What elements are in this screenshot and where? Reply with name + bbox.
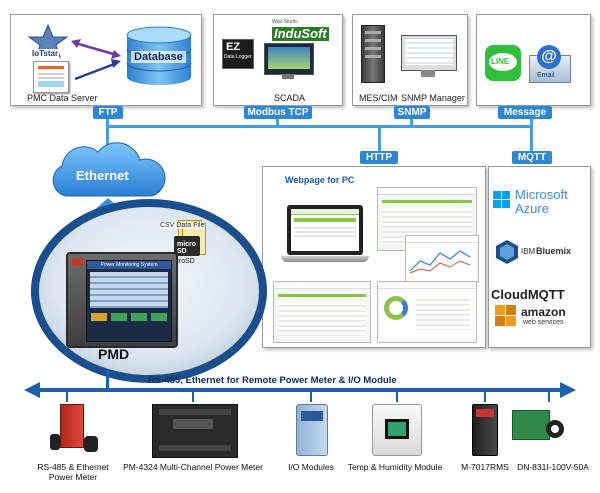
io-module-device xyxy=(296,404,328,456)
indusoft-logo: Web Studio InduSoft xyxy=(272,19,338,41)
windows-icon xyxy=(493,191,511,209)
server-rack-icon xyxy=(361,25,385,83)
pmc-data-server-box: IoTstar Database PMC Data Server xyxy=(10,14,202,106)
snmp-tag: SNMP xyxy=(394,106,430,119)
mes-cim-caption: MES/CIM xyxy=(359,93,398,103)
amazon-label: amazon xyxy=(521,305,566,319)
webpage-title: Webpage for PC xyxy=(285,175,355,185)
device-drop-1 xyxy=(66,392,68,402)
scada-monitor-icon xyxy=(264,43,314,79)
snmp-manager-caption: SNMP Manager xyxy=(401,93,465,103)
csv-data-file-label: CSV Data File xyxy=(160,222,205,229)
pmd-screen-title: Power Monitoring System xyxy=(87,261,171,269)
microsd-label: MicroSD xyxy=(168,258,195,265)
database-icon: Database xyxy=(123,25,195,87)
device-label-3: I/O Modules xyxy=(288,462,334,472)
m7017rms-device xyxy=(472,404,498,456)
pm4324-device xyxy=(152,404,238,458)
mqtt-brokers-box: Microsoft Azure IBM Bluemix CloudMQTT am… xyxy=(488,166,591,348)
scada-box: Web Studio InduSoft EZ Data Logger SCADA xyxy=(213,14,343,106)
pmd-screen: Power Monitoring System xyxy=(86,260,172,342)
indusoft-brand: InduSoft xyxy=(272,26,329,41)
web-screenshot-4 xyxy=(377,281,477,343)
ez-text: EZ xyxy=(226,41,241,53)
mqtt-tag: MQTT xyxy=(512,151,552,164)
ibm-hex-icon xyxy=(496,240,518,264)
device-label-1a: RS-485 & Ethernet xyxy=(37,462,109,472)
line-app-icon: LINE xyxy=(485,45,521,81)
webpage-box: Webpage for PC xyxy=(262,166,486,348)
message-tag: Message xyxy=(498,106,552,119)
device-drop-3 xyxy=(310,392,312,402)
device-label-2: PM-4324 Multi-Channel Power Meter xyxy=(123,462,263,472)
pmd-to-bus-line xyxy=(106,370,109,388)
temp-humidity-device xyxy=(372,404,422,456)
web-screenshot-2 xyxy=(405,235,479,283)
device-drop-5 xyxy=(484,392,486,402)
scada-caption: SCADA xyxy=(274,93,306,103)
mes-snmp-box: MES/CIM SNMP Manager xyxy=(352,14,468,106)
http-tag: HTTP xyxy=(360,151,398,164)
laptop-icon xyxy=(281,205,369,271)
rs485-power-meter-device xyxy=(50,404,104,456)
snmp-monitor-icon xyxy=(401,35,457,79)
top-horizontal-line xyxy=(108,125,533,128)
iotstar-logo: IoTstar xyxy=(25,23,71,59)
pmc-data-server-caption: PMC Data Server xyxy=(27,93,98,103)
ethernet-label: Ethernet xyxy=(76,168,129,183)
azure-label: Azure xyxy=(515,201,549,216)
http-drop-line xyxy=(378,125,381,155)
bluemix-label: Bluemix xyxy=(536,246,572,256)
ez-data-logger-logo: EZ Data Logger xyxy=(222,39,254,69)
ftp-tag: FTP xyxy=(93,106,123,119)
device-label-6: DN-831I-100V-50A xyxy=(517,462,589,472)
cloud-riser-line xyxy=(106,125,109,155)
device-drop-4 xyxy=(396,392,398,402)
message-box: LINE @ Email xyxy=(476,14,591,106)
modbus-tcp-tag: Modbus TCP xyxy=(244,106,312,119)
aws-cubes-icon xyxy=(495,305,517,329)
bus-left-arrow-icon xyxy=(24,382,40,398)
device-label-4: Temp & Humidity Module xyxy=(347,462,443,472)
ethernet-cloud-icon xyxy=(52,142,166,197)
dn831i-device xyxy=(512,410,564,450)
ez-subtext: Data Logger xyxy=(224,54,252,60)
cloudmqtt-label: CloudMQTT xyxy=(491,287,565,302)
email-label: Email xyxy=(537,72,555,79)
pmd-label: PMD xyxy=(98,346,130,362)
device-drop-2 xyxy=(192,392,194,402)
aws-label: web services xyxy=(523,319,564,326)
bus-right-arrow-icon xyxy=(560,382,576,398)
device-label-5: M-7017RMS xyxy=(461,462,509,472)
line-label: LINE xyxy=(491,57,510,66)
email-icon: @ Email xyxy=(529,45,571,85)
pmd-logo xyxy=(72,258,84,266)
web-screenshot-3 xyxy=(273,281,371,343)
bus-line xyxy=(36,388,564,392)
pmd-device: Power Monitoring System xyxy=(66,252,178,348)
microsoft-label: Microsoft xyxy=(515,187,568,202)
iotstar-text: IoTstar xyxy=(31,49,60,58)
sync-arrows-icon xyxy=(71,39,121,81)
document-icon xyxy=(33,61,69,93)
microsd-chip-text: micro SD xyxy=(177,241,197,255)
database-label: Database xyxy=(131,51,186,63)
device-label-1b: Power Meter xyxy=(48,472,98,482)
device-drop-6 xyxy=(548,392,550,402)
mqtt-drop-line xyxy=(530,125,533,155)
microsd-card-icon: micro SD xyxy=(174,236,200,256)
ibm-label: IBM xyxy=(521,247,536,256)
indusoft-tag: Web Studio xyxy=(272,19,298,25)
bus-label: RS-485, Ethernet for Remote Power Meter … xyxy=(148,375,397,386)
